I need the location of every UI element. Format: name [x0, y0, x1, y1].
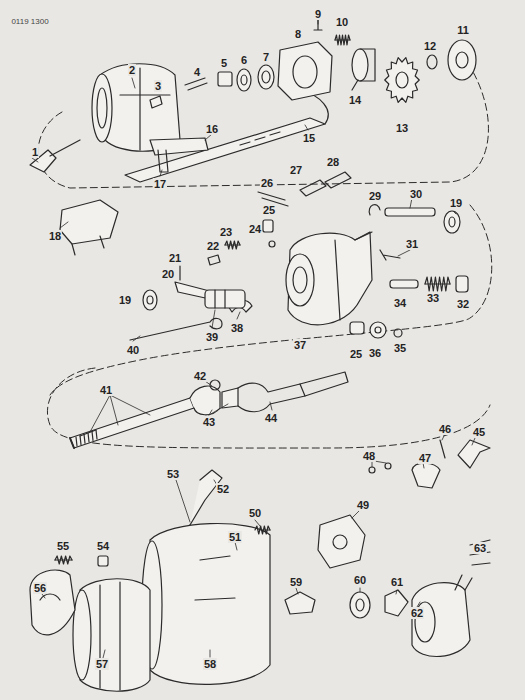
callout-number: 59: [289, 576, 303, 588]
callout-number: 58: [203, 658, 217, 670]
callout-number: 60: [353, 574, 367, 586]
callout-number: 4: [193, 66, 201, 78]
callout-number: 45: [472, 426, 486, 438]
callout-number: 29: [368, 190, 382, 202]
callout-number: 21: [168, 252, 182, 264]
callout-number: 39: [205, 331, 219, 343]
callout-number: 1: [31, 146, 39, 158]
callout-number: 10: [335, 16, 349, 28]
callout-number: 12: [423, 40, 437, 52]
spline-groove: [96, 430, 97, 439]
callout-number: 56: [33, 582, 47, 594]
callout-number: 48: [362, 450, 376, 462]
callout-number: 11: [456, 24, 470, 36]
callout-number: 25: [349, 348, 363, 360]
callout-number: 53: [166, 468, 180, 480]
callout-number: 30: [409, 188, 423, 200]
callout-number: 13: [395, 122, 409, 134]
callout-number: 37: [293, 339, 307, 351]
callout-number: 19: [118, 294, 132, 306]
callout-number: 63: [473, 542, 487, 554]
spline-groove: [84, 434, 85, 443]
spring-coil: [425, 277, 450, 291]
callout-number: 14: [348, 94, 362, 106]
callout-number: 5: [220, 57, 228, 69]
callout-number: 62: [410, 607, 424, 619]
callout-number: 57: [95, 658, 109, 670]
callout-number: 22: [206, 240, 220, 252]
callout-number: 33: [426, 292, 440, 304]
callout-number: 15: [302, 132, 316, 144]
callout-number: 54: [96, 540, 110, 552]
drawing-code: 0119 1300: [10, 16, 49, 28]
spline-groove: [92, 431, 93, 440]
callout-number: 46: [438, 423, 452, 435]
callout-number: 3: [154, 80, 162, 92]
callout-number: 51: [228, 531, 242, 543]
callout-number: 20: [161, 268, 175, 280]
callout-number: 44: [264, 412, 278, 424]
callout-number: 31: [405, 238, 419, 250]
spring-coil: [55, 556, 72, 564]
spring-coil: [335, 35, 350, 45]
callout-number: 42: [193, 370, 207, 382]
spring-coil: [225, 241, 240, 249]
callout-number: 47: [418, 452, 432, 464]
callout-number: 34: [393, 297, 407, 309]
spring-coil: [255, 526, 270, 534]
callout-number: 43: [202, 416, 216, 428]
spline-groove: [76, 437, 77, 446]
spline-groove: [80, 436, 81, 445]
callout-number: 17: [153, 178, 167, 190]
callout-number: 36: [368, 347, 382, 359]
gear-hub: [396, 72, 408, 88]
callout-number: 7: [262, 51, 270, 63]
callout-number: 24: [248, 223, 262, 235]
callout-number: 26: [260, 177, 274, 189]
spline-groove: [88, 433, 89, 442]
callout-number: 52: [216, 483, 230, 495]
callout-number: 16: [205, 123, 219, 135]
callout-number: 40: [126, 344, 140, 356]
callout-number: 32: [456, 298, 470, 310]
callout-number: 19: [449, 197, 463, 209]
callout-number: 28: [326, 156, 340, 168]
callout-number: 25: [262, 204, 276, 216]
callout-number: 35: [393, 342, 407, 354]
callout-number: 55: [56, 540, 70, 552]
callout-number: 2: [128, 64, 136, 76]
callout-number: 8: [294, 28, 302, 40]
callout-number: 9: [314, 8, 322, 20]
callout-number: 38: [230, 322, 244, 334]
callout-number: 49: [356, 499, 370, 511]
callout-number: 23: [219, 226, 233, 238]
callout-number: 27: [289, 164, 303, 176]
callout-number: 41: [99, 384, 113, 396]
callout-number: 61: [390, 576, 404, 588]
callout-number: 6: [240, 54, 248, 66]
callout-number: 18: [48, 230, 62, 242]
gear: [385, 58, 420, 103]
callout-number: 50: [248, 507, 262, 519]
